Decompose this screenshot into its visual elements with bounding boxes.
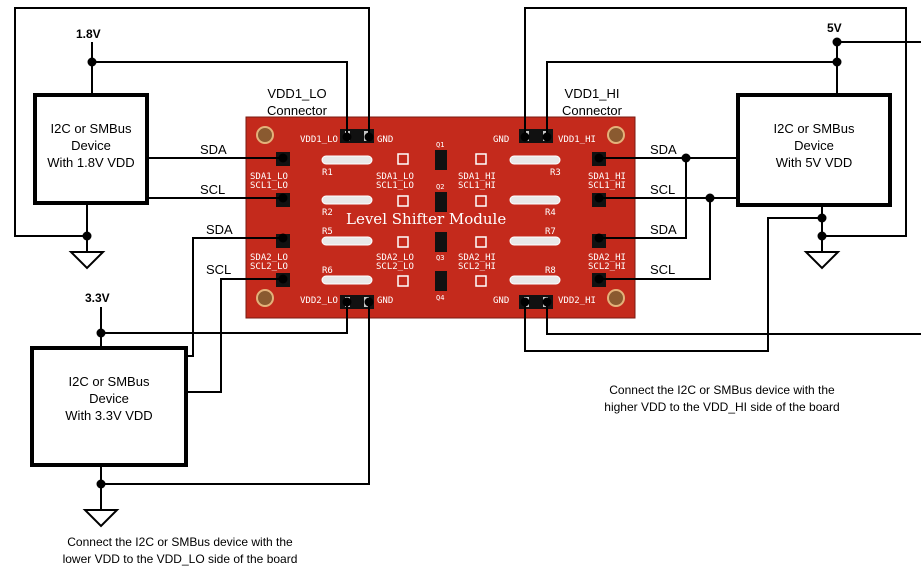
silk-scl2-lo: SCL2_LO — [250, 262, 288, 272]
device-1v8-line1: I2C or SMBus — [51, 121, 132, 136]
sda-label-5v-2: SDA — [650, 222, 677, 237]
level-shifter-board: VDD1_LO GND GND VDD1_HI VDD2_LO GND GND … — [245, 116, 636, 319]
board-title: Level Shifter Module — [346, 210, 506, 228]
silk-scl1-lo-inner: SCL1_LO — [376, 181, 414, 191]
silk-q1: Q1 — [436, 141, 444, 149]
connector-lo-line2: Connector — [267, 103, 328, 118]
ground-icon — [82, 509, 120, 528]
silk-sda2-lo: SDA2_LO — [250, 253, 288, 263]
silk-sda1-lo-inner: SDA1_LO — [376, 172, 414, 182]
silk-q3: Q3 — [436, 254, 444, 262]
sda-label-5v-1: SDA — [650, 142, 677, 157]
silk-r4: R4 — [545, 208, 556, 218]
note-hi-line1: Connect the I2C or SMBus device with the — [609, 383, 835, 397]
silk-sda1-hi-inner: SDA1_HI — [458, 172, 496, 182]
silk-sda2-lo-inner: SDA2_LO — [376, 253, 414, 263]
mounting-hole-icon — [256, 126, 274, 144]
device-3v3-line1: I2C or SMBus — [69, 374, 150, 389]
transistor-row — [435, 150, 447, 291]
ground-icon — [68, 251, 106, 270]
note-hi-line2: higher VDD to the VDD_HI side of the boa… — [604, 400, 839, 414]
voltage-3v3-label: 3.3V — [85, 291, 110, 305]
silk-r7: R7 — [545, 227, 556, 237]
silk-gnd: GND — [377, 296, 393, 306]
note-lo-line2: lower VDD to the VDD_LO side of the boar… — [63, 552, 298, 566]
sda-label-3v3: SDA — [206, 222, 233, 237]
silk-sda2-hi: SDA2_HI — [588, 253, 626, 263]
device-3v3: I2C or SMBus Device With 3.3V VDD — [30, 346, 188, 467]
ground-icon — [803, 251, 841, 270]
device-3v3-line3: With 3.3V VDD — [65, 408, 152, 423]
silk-r2: R2 — [322, 208, 333, 218]
silk-vdd2-lo: VDD2_LO — [300, 296, 338, 306]
connector-lo-line1: VDD1_LO — [267, 86, 326, 101]
silk-q4: Q4 — [436, 294, 444, 302]
resistor-row — [321, 155, 561, 285]
device-5v: I2C or SMBus Device With 5V VDD — [736, 93, 892, 207]
silk-scl2-hi-inner: SCL2_HI — [458, 262, 496, 272]
silk-vdd1-lo: VDD1_LO — [300, 135, 338, 145]
silk-vdd2-hi: VDD2_HI — [558, 296, 596, 306]
scl-label-5v-2: SCL — [650, 262, 675, 277]
silk-gnd: GND — [493, 135, 509, 145]
scl-label-5v-1: SCL — [650, 182, 675, 197]
connector-hi-line1: VDD1_HI — [565, 86, 620, 101]
silk-scl2-lo-inner: SCL2_LO — [376, 262, 414, 272]
device-5v-line1: I2C or SMBus — [774, 121, 855, 136]
pad-row — [397, 153, 487, 287]
silk-r3: R3 — [550, 168, 561, 178]
silk-scl1-hi: SCL1_HI — [588, 181, 626, 191]
sda-label-1v8: SDA — [200, 142, 227, 157]
junction-dots — [82, 37, 842, 489]
silk-scl2-hi: SCL2_HI — [588, 262, 626, 272]
silk-sda2-hi-inner: SDA2_HI — [458, 253, 496, 263]
silk-gnd: GND — [493, 296, 509, 306]
device-3v3-line2: Device — [89, 391, 129, 406]
silk-r5: R5 — [322, 227, 333, 237]
wires — [14, 7, 921, 510]
mounting-hole-icon — [607, 289, 625, 307]
device-1v8: I2C or SMBus Device With 1.8V VDD — [33, 93, 149, 205]
silk-scl1-lo: SCL1_LO — [250, 181, 288, 191]
mounting-hole-icon — [256, 289, 274, 307]
silk-r6: R6 — [322, 266, 333, 276]
mounting-hole-icon — [607, 126, 625, 144]
silk-r8: R8 — [545, 266, 556, 276]
device-5v-line2: Device — [794, 138, 834, 153]
voltage-5v-label: 5V — [827, 21, 842, 35]
device-1v8-line2: Device — [71, 138, 111, 153]
device-5v-line3: With 5V VDD — [776, 155, 853, 170]
silk-gnd: GND — [377, 135, 393, 145]
connector-hi-line2: Connector — [562, 103, 623, 118]
device-1v8-line3: With 1.8V VDD — [47, 155, 134, 170]
silk-scl1-hi-inner: SCL1_HI — [458, 181, 496, 191]
silk-q2: Q2 — [436, 183, 444, 191]
silk-r1: R1 — [322, 168, 333, 178]
scl-label-3v3: SCL — [206, 262, 231, 277]
voltage-1v8-label: 1.8V — [76, 27, 101, 41]
scl-label-1v8: SCL — [200, 182, 225, 197]
note-lo-line1: Connect the I2C or SMBus device with the — [67, 535, 293, 549]
silk-vdd1-hi: VDD1_HI — [558, 135, 596, 145]
silk-sda1-lo: SDA1_LO — [250, 172, 288, 182]
silk-sda1-hi: SDA1_HI — [588, 172, 626, 182]
